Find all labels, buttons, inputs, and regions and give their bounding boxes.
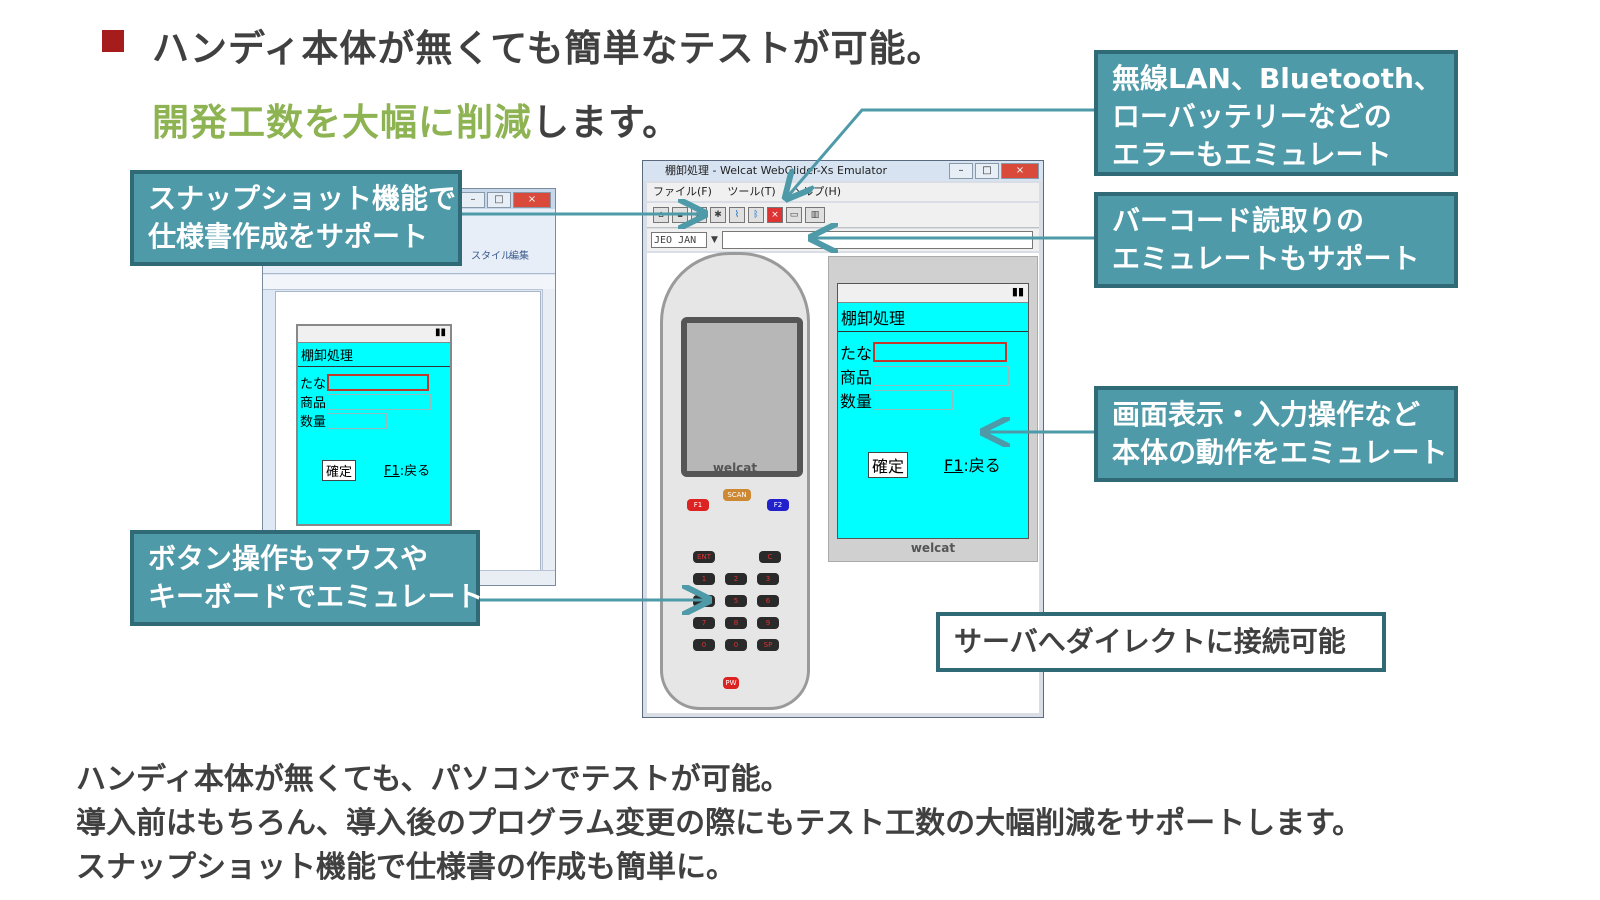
bottom-line-2: 導入前はもちろん、導入後のプログラム変更の際にもテスト工数の大幅削減をサポートし…: [76, 806, 1363, 841]
maximize-icon[interactable]: □: [975, 163, 999, 179]
confirm-button[interactable]: 確定: [322, 460, 357, 481]
barcode-type-select[interactable]: JEO JAN: [651, 232, 707, 248]
bottom-line-1: ハンディ本体が無くても、パソコンでテストが可能。: [76, 762, 791, 797]
ribbon-style-label[interactable]: スタイル: [471, 251, 511, 262]
wireless-icon[interactable]: ⌇: [729, 207, 745, 223]
device-lcd: [681, 317, 803, 477]
headline-rest: します。: [532, 101, 681, 144]
key-dot[interactable]: 0: [693, 639, 715, 651]
panel-brand-logo: welcat: [910, 541, 956, 555]
device-brand-logo: welcat: [712, 461, 758, 475]
callout-wireless: 無線LAN、Bluetooth、ローバッテリーなどのエラーもエミュレート: [1094, 50, 1458, 176]
screen-title: 棚卸処理: [298, 343, 450, 367]
key-scan[interactable]: SCAN: [723, 489, 751, 501]
bluetooth-icon[interactable]: ᛒ: [748, 207, 764, 223]
emulator-toolbar: ⌂ ▪ ◉ ✱ ⌇ ᛒ × ▭ ▥: [647, 203, 1039, 228]
field-label-tana: たな: [300, 377, 327, 392]
key-ent[interactable]: ENT: [693, 551, 715, 563]
confirm-button[interactable]: 確定: [868, 452, 909, 478]
close-icon[interactable]: ×: [1001, 163, 1039, 179]
back-link[interactable]: F1:戻る: [384, 464, 431, 479]
field-input-tana[interactable]: [873, 342, 1008, 362]
key-1[interactable]: 1: [693, 573, 715, 585]
headline-line2: 開発工数を大幅に削減します。: [152, 92, 680, 146]
key-9[interactable]: 9: [757, 617, 779, 629]
key-f1[interactable]: F1: [687, 499, 709, 511]
field-input-suryo[interactable]: [327, 412, 388, 429]
key-sp[interactable]: SP: [757, 639, 779, 651]
battery-icon[interactable]: ▭: [786, 207, 802, 223]
window-title: 棚卸処理 - Welcat WebGlider-Xs Emulator: [665, 164, 887, 177]
word-document: ▮▮ 棚卸処理 たな 商品 数量 確定 F1:戻る: [275, 291, 541, 571]
signal-battery-icon: ▮▮: [434, 327, 446, 338]
arrow-wireless: [788, 108, 1094, 196]
key-0[interactable]: 0: [725, 639, 747, 651]
callout-server: サーバへダイレクトに接続可能: [936, 612, 1386, 672]
field-label-shohin: 商品: [840, 368, 873, 387]
screen-title: 棚卸処理: [838, 303, 1028, 332]
handheld-device: welcat F1 SCAN F2 ENT C 1 2 3 4 5 6 7 8 …: [660, 252, 810, 710]
word-vertical-scrollbar[interactable]: [542, 289, 555, 571]
bullet-square: [102, 30, 124, 52]
field-label-suryo: 数量: [840, 392, 873, 411]
word-ruler: [263, 275, 555, 290]
word-window: – □ × スタイル 編集 ▮▮ 棚卸処理 たな 商品 数量 確定 F1:戻る: [262, 188, 556, 586]
key-2[interactable]: 2: [725, 573, 747, 585]
error-icon[interactable]: ×: [767, 207, 783, 223]
callout-barcode: バーコード読取りのエミュレートもサポート: [1094, 192, 1458, 288]
ribbon-edit-label[interactable]: 編集: [509, 251, 529, 262]
snapshot-handy-screen: ▮▮ 棚卸処理 たな 商品 数量 確定 F1:戻る: [296, 324, 452, 526]
menu-file[interactable]: ファイル(F): [653, 185, 712, 198]
callout-display: 画面表示・入力操作など本体の動作をエミュレート: [1094, 386, 1458, 482]
key-5[interactable]: 5: [725, 595, 747, 607]
barcode-icon[interactable]: ▥: [805, 207, 825, 223]
field-label-suryo: 数量: [300, 415, 327, 430]
field-input-shohin[interactable]: [873, 366, 1010, 386]
close-icon[interactable]: ×: [513, 192, 551, 208]
callout-button: ボタン操作もマウスやキーボードでエミュレート: [130, 530, 483, 626]
key-f2[interactable]: F2: [767, 499, 789, 511]
minimize-icon[interactable]: –: [949, 163, 973, 179]
chevron-down-icon[interactable]: ▼: [711, 235, 718, 245]
bottom-description: ハンディ本体が無くても、パソコンでテストが可能。 導入前はもちろん、導入後のプロ…: [76, 758, 1362, 890]
maximize-icon[interactable]: □: [487, 192, 511, 208]
field-label-shohin: 商品: [300, 396, 327, 411]
field-input-tana[interactable]: [327, 374, 430, 391]
barcode-input-bar: JEO JAN ▼: [647, 229, 1039, 251]
field-input-shohin[interactable]: [327, 393, 432, 410]
bottom-line-3: スナップショット機能で仕様書の作成も簡単に。: [76, 850, 736, 885]
menu-tool[interactable]: ツール(T): [727, 185, 776, 198]
key-3[interactable]: 3: [757, 573, 779, 585]
back-link[interactable]: F1:戻る: [944, 456, 1001, 475]
key-6[interactable]: 6: [757, 595, 779, 607]
field-input-suryo[interactable]: [873, 390, 954, 410]
key-c[interactable]: C: [759, 551, 781, 563]
emulator-screen-panel: ▮▮ 棚卸処理 たな 商品 数量 確定 F1:戻る welcat: [828, 256, 1038, 562]
field-label-tana: たな: [840, 344, 873, 363]
headline-highlight: 開発工数を大幅に削減: [152, 101, 532, 144]
key-power[interactable]: PW: [723, 677, 739, 689]
headline-line1: ハンディ本体が無くても簡単なテストが可能。: [152, 27, 945, 70]
barcode-input[interactable]: [721, 231, 1033, 249]
key-8[interactable]: 8: [725, 617, 747, 629]
callout-snapshot: スナップショット機能で仕様書作成をサポート: [130, 170, 462, 266]
status-bar: ▮▮: [838, 284, 1028, 303]
key-7[interactable]: 7: [693, 617, 715, 629]
emulator-titlebar: 棚卸処理 - Welcat WebGlider-Xs Emulator – □ …: [643, 161, 1043, 181]
handy-screen: ▮▮ 棚卸処理 たな 商品 数量 確定 F1:戻る: [837, 283, 1029, 539]
settings-icon[interactable]: ✱: [710, 207, 726, 223]
status-bar: ▮▮: [298, 326, 450, 343]
signal-battery-icon: ▮▮: [1011, 285, 1024, 298]
